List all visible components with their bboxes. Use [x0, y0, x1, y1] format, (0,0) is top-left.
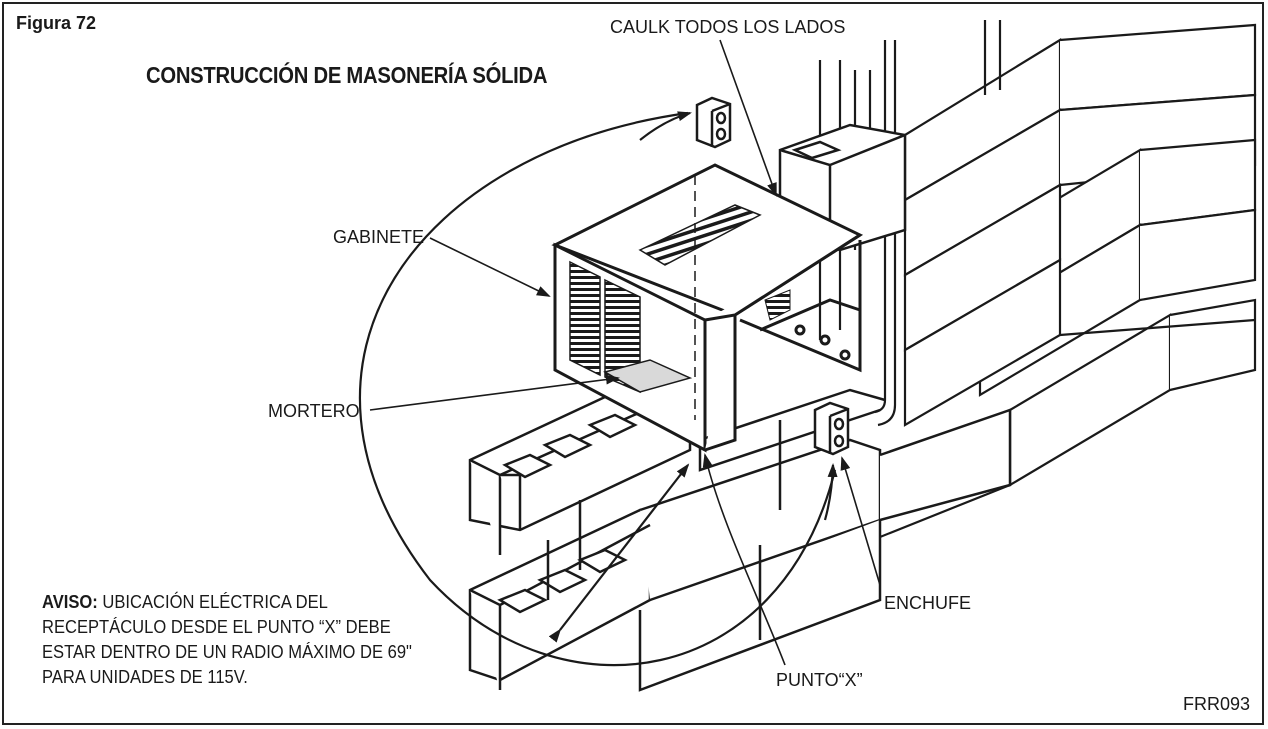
notice-line-4: PARA UNIDADES DE 115V.	[42, 667, 248, 687]
notice-line-1: UBICACIÓN ELÉCTRICA DEL	[97, 592, 328, 612]
radius-arrow-outlet	[823, 463, 838, 521]
callout-outlet: ENCHUFE	[884, 593, 972, 613]
leader-lines	[369, 39, 881, 666]
callout-point-x: PUNTO“X”	[776, 670, 863, 690]
outlet-box-wall	[813, 401, 850, 456]
figure-code: FRR093	[1183, 694, 1251, 714]
callout-mortar: MORTERO	[268, 401, 360, 421]
callout-caulk: CAULK TODOS LOS LADOS	[610, 17, 846, 37]
diagram-title: CONSTRUCCIÓN DE MASONERÍA SÓLIDA	[146, 62, 548, 88]
figure-label: Figura 72	[16, 13, 97, 33]
radius-arc	[358, 111, 837, 667]
notice-text: AVISO: UBICACIÓN ELÉCTRICA DEL RECEPTÁCU…	[42, 590, 412, 690]
radius-arrow-diagonal	[548, 463, 690, 643]
notice-line-3: ESTAR DENTRO DE UN RADIO MÁXIMO DE 69"	[42, 642, 412, 662]
outlet-box-top	[695, 96, 732, 149]
callout-cabinet: GABINETE	[333, 227, 425, 247]
cabinet	[551, 163, 864, 453]
radius-arrow-top	[639, 111, 692, 141]
notice-lead: AVISO:	[42, 592, 98, 612]
notice-line-2: RECEPTÁCULO DESDE EL PUNTO “X” DEBE	[42, 617, 391, 637]
